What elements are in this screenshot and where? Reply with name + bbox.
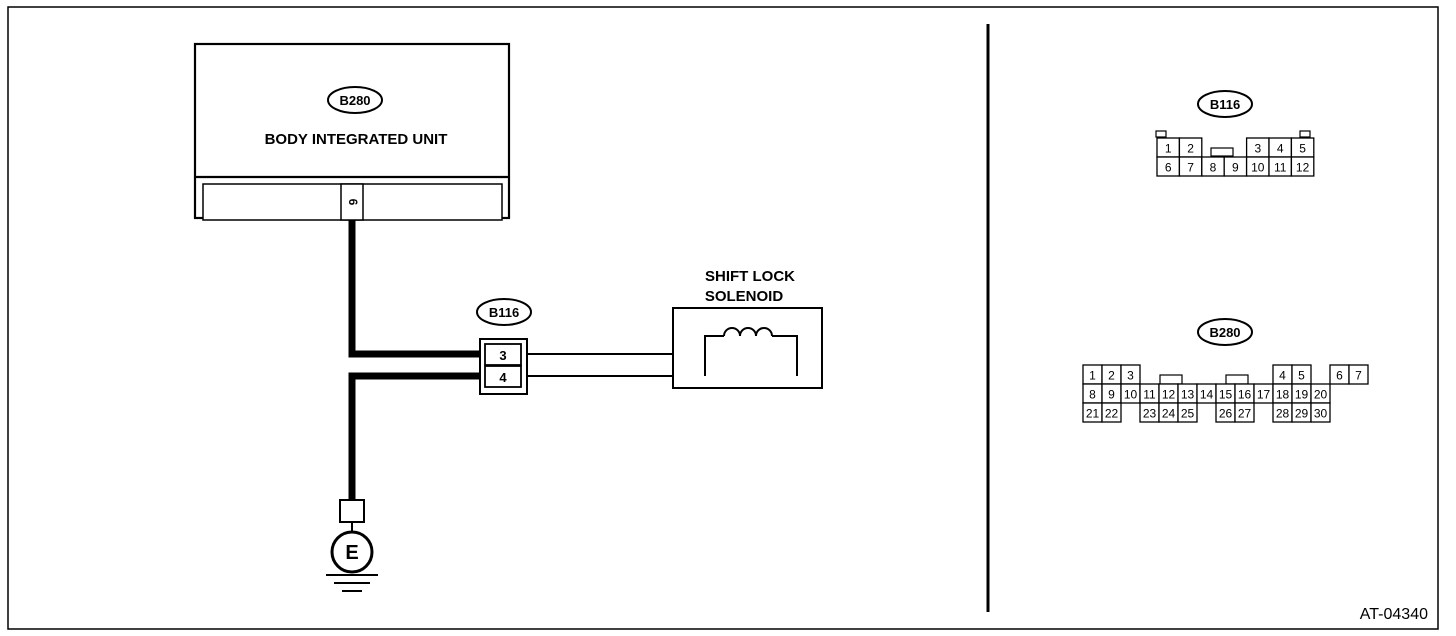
b116-pin-label-4: 4 <box>499 370 507 385</box>
b116-face-latch-right <box>1299 130 1311 138</box>
b116-pin-label-3: 3 <box>499 348 506 363</box>
b116-face-pin-number: 7 <box>1187 161 1194 175</box>
b116-face-key <box>1210 147 1234 157</box>
b280-face-pin-cell <box>1310 402 1331 423</box>
b116-face-pin-number: 4 <box>1277 142 1284 156</box>
b280-face-pin-number: 14 <box>1200 388 1214 402</box>
figure-code: AT-04340 <box>1360 606 1428 623</box>
b280-face-pin-number: 1 <box>1089 369 1096 383</box>
ground-circle <box>330 530 374 574</box>
b116-pin-cell-4 <box>484 365 522 388</box>
figure-frame <box>7 6 1439 630</box>
b280-face-pin-number: 7 <box>1355 369 1362 383</box>
b116-face-pin-number: 10 <box>1251 161 1265 175</box>
b116-joint-connector: B116 3 4 <box>476 298 532 395</box>
b280-face-pin-number: 6 <box>1336 369 1343 383</box>
b280-face-pin-number: 27 <box>1238 407 1252 421</box>
b280-face-pin-number: 21 <box>1086 407 1100 421</box>
b280-face-key-left <box>1159 374 1183 385</box>
ground-symbol <box>326 574 378 592</box>
b280-face-pin-number: 20 <box>1314 388 1328 402</box>
body-unit-title: BODY INTEGRATED UNIT <box>265 131 448 148</box>
b116-connector-id: B116 <box>489 305 519 320</box>
b280-face-pin-number: 3 <box>1127 369 1134 383</box>
b280-face-pin-number: 9 <box>1108 388 1115 402</box>
b116-face-id: B116 <box>1210 97 1240 112</box>
body-unit-pin-label: 6 <box>346 199 360 206</box>
shift-lock-solenoid: SHIFT LOCK SOLENOID <box>672 268 823 389</box>
b116-face-pin-number: 11 <box>1274 161 1287 175</box>
b280-face-badge <box>1197 318 1253 346</box>
b116-face-pin-cell <box>1290 156 1315 177</box>
b280-face-pin-number: 19 <box>1295 388 1309 402</box>
b116-face-pin-number: 3 <box>1254 142 1261 156</box>
body-integrated-unit: 6 B280 BODY INTEGRATED UNIT <box>193 42 511 221</box>
ground-terminal <box>339 499 365 523</box>
b116-face-pin-number: 2 <box>1187 142 1194 156</box>
wire-body-unit-to-b116-3 <box>348 220 483 358</box>
b280-face-pin-number: 12 <box>1162 388 1176 402</box>
b280-face-pin-cell <box>1348 364 1369 385</box>
b280-face-pin-number: 2 <box>1108 369 1115 383</box>
b280-face-pin-number: 11 <box>1143 388 1156 402</box>
b116-pin-cell-3 <box>484 343 522 366</box>
b116-face-badge <box>1197 90 1253 118</box>
b280-face-pin-cell <box>1177 402 1198 423</box>
b280-face-key-right <box>1225 374 1249 385</box>
b280-face-pin-cell <box>1234 402 1255 423</box>
solenoid-title-line1: SHIFT LOCK <box>705 268 795 285</box>
b116-connector-badge <box>476 298 532 326</box>
b280-face-pin-number: 4 <box>1279 369 1286 383</box>
b280-face-pin-number: 15 <box>1219 388 1233 402</box>
b116-face-pin-number: 12 <box>1296 161 1310 175</box>
b280-face-pin-number: 23 <box>1143 407 1157 421</box>
body-unit-connector-id: B280 <box>339 93 370 108</box>
body-unit-connector-badge <box>327 86 383 114</box>
b280-face-pin-number: 26 <box>1219 407 1233 421</box>
b116-face-pin-number: 6 <box>1165 161 1172 175</box>
solenoid-title-line2: SOLENOID <box>705 288 784 305</box>
b116-face-pin-number: 8 <box>1210 161 1217 175</box>
ground-point: E <box>326 499 378 592</box>
b280-face-pin-cell <box>1101 402 1122 423</box>
b280-face-pin-number: 17 <box>1257 388 1271 402</box>
solenoid-coil <box>704 327 798 376</box>
b280-face-pin-number: 30 <box>1314 407 1328 421</box>
b280-face-id: B280 <box>1209 325 1240 340</box>
b280-face-pin-number: 18 <box>1276 388 1290 402</box>
b280-face-pin-number: 10 <box>1124 388 1138 402</box>
b280-face-pin-number: 22 <box>1105 407 1119 421</box>
b280-face-pin-number: 5 <box>1298 369 1305 383</box>
ground-label: E <box>345 542 358 564</box>
b280-face-pin-number: 8 <box>1089 388 1096 402</box>
b280-face-pin-number: 16 <box>1238 388 1252 402</box>
b116-face-latch-left <box>1155 130 1167 138</box>
b280-face-pin-number: 25 <box>1181 407 1195 421</box>
b280-face-pin-number: 29 <box>1295 407 1309 421</box>
b116-face-pin-number: 9 <box>1232 161 1239 175</box>
b280-face-pin-number: 13 <box>1181 388 1195 402</box>
solenoid-box <box>672 307 823 389</box>
b280-face-pin-number: 24 <box>1162 407 1176 421</box>
b116-face-pin-number: 1 <box>1165 142 1172 156</box>
b280-face-pin-number: 28 <box>1276 407 1290 421</box>
b116-face-pin-number: 5 <box>1299 142 1306 156</box>
wire-b116-4-to-ground <box>348 372 483 500</box>
